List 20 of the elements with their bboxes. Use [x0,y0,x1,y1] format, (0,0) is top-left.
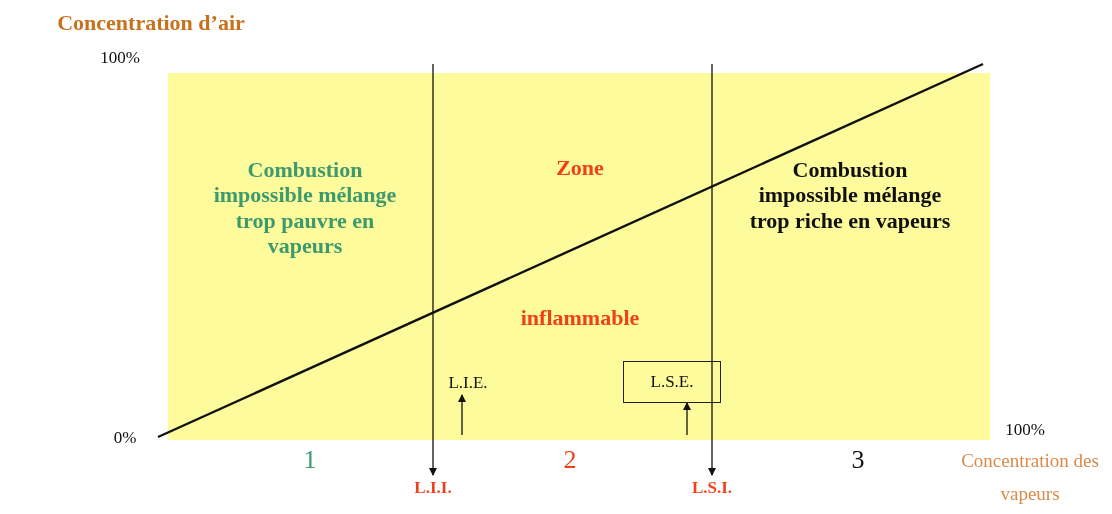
axis-title: Concentration des vapeurs [960,449,1100,507]
arrow [429,63,437,476]
arrow [458,394,466,436]
arrow [708,63,716,476]
zone-description: Combustion impossible mélange trop pauvre en vapeurs [212,157,398,259]
zone-title: Zone [555,155,605,181]
axis-tick-label: 100% [1004,420,1046,441]
axis-tick-label: 100% [99,48,141,69]
limit-label: L.I.I. [398,475,468,501]
limit-label: L.I.E. [436,371,500,395]
boxed-limit-label: L.S.E. [623,361,721,403]
zone-number: 2 [562,444,578,476]
zone-title: inflammable [519,305,641,331]
zone-number: 3 [850,444,866,476]
axis-tick-label: 0% [112,428,138,449]
arrow [683,402,691,436]
zone-number: 1 [302,444,318,476]
zone-description: Combustion impossible mélange trop riche en vapeurs [748,157,952,233]
axis-title: Concentration d’air [56,10,246,37]
limit-label: L.S.I. [677,475,747,501]
